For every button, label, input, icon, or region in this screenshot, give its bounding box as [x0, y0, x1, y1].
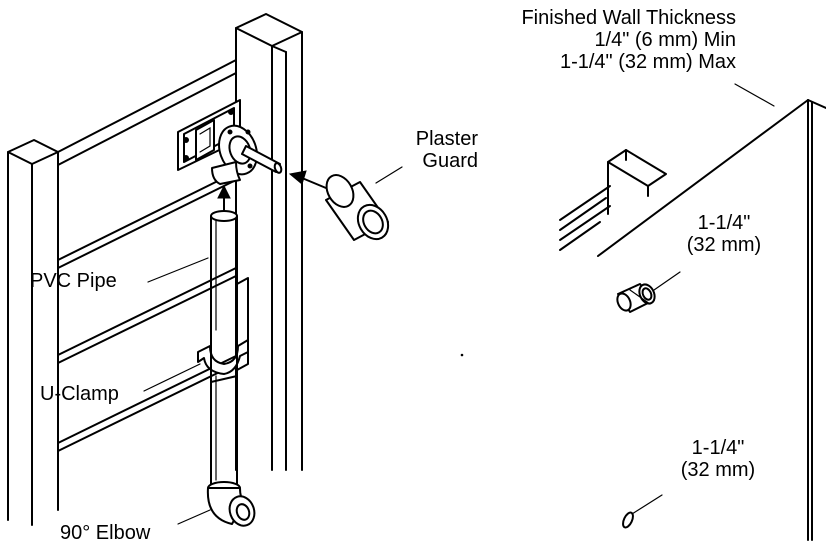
pvc-pipe — [210, 210, 238, 336]
elbow-90 — [206, 481, 256, 527]
plaster-guard-label-line1: Plaster — [415, 128, 478, 150]
pipe-insert-arrow — [217, 184, 231, 213]
wall-thickness-max: 1-1/4" (32 mm) Max — [559, 51, 736, 73]
pipe-stub — [622, 511, 634, 529]
stray-dot — [460, 353, 464, 357]
guard-arrow — [288, 170, 327, 189]
lower-pipe — [210, 334, 238, 489]
dim-upper-mm: (32 mm) — [686, 234, 762, 256]
wall-thickness-label: Finished Wall Thickness 1/4" (6 mm) Min … — [420, 7, 736, 73]
wall-thickness-min: 1/4" (6 mm) Min — [594, 29, 736, 51]
elbow-label: 90° Elbow — [60, 522, 151, 544]
left-stud-top — [7, 139, 59, 165]
dim-lower-mm: (32 mm) — [680, 459, 756, 481]
pvc-pipe-label: PVC Pipe — [30, 270, 117, 292]
dim-lower-label: 1-1/4" (32 mm) — [666, 437, 770, 481]
plaster-guard-label: Plaster Guard — [392, 128, 478, 172]
plaster-guard — [325, 174, 390, 241]
plaster-guard-label-line2: Guard — [422, 150, 478, 172]
wall-stud-section — [607, 149, 667, 215]
horizontal-framing — [57, 59, 237, 452]
valve-elbow — [211, 161, 241, 185]
finished-wall — [559, 99, 826, 541]
dim-upper-inches: 1-1/4" — [697, 212, 751, 234]
leader-lines — [143, 83, 775, 525]
right-stud — [235, 13, 303, 471]
right-stud-top — [235, 13, 303, 47]
left-stud-frame — [7, 139, 59, 526]
dim-upper-label: 1-1/4" (32 mm) — [672, 212, 776, 256]
wall-fitting — [616, 283, 656, 313]
u-clamp-label: U-Clamp — [40, 383, 119, 405]
valve-flange — [218, 124, 283, 176]
dim-lower-inches: 1-1/4" — [691, 437, 745, 459]
wall-thickness-title: Finished Wall Thickness — [521, 7, 736, 29]
